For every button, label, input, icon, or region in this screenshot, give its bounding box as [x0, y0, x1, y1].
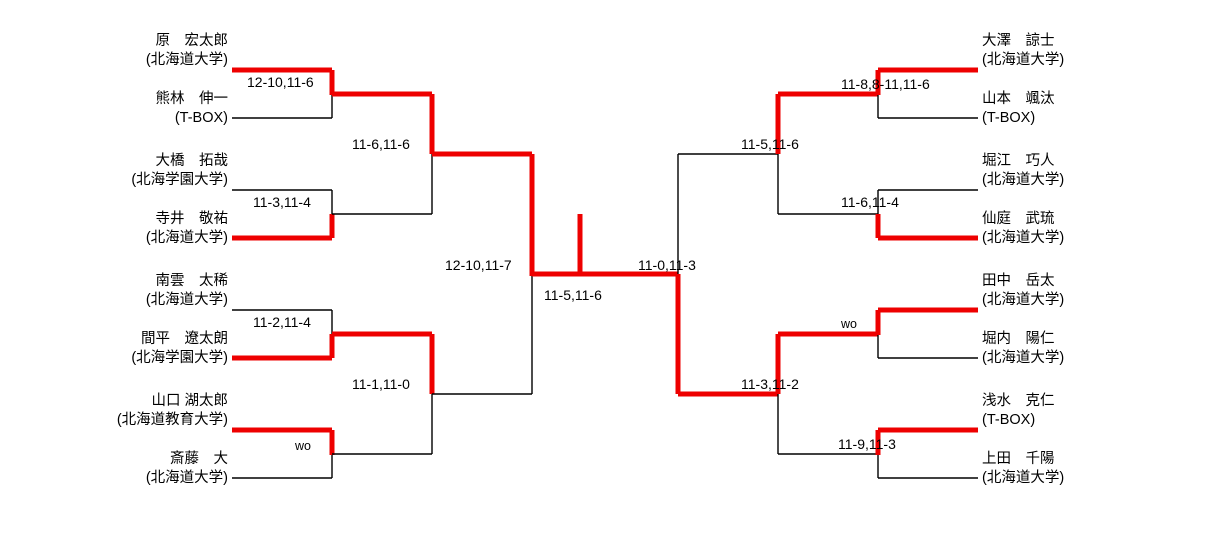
player-label[interactable]: 仙庭 武琉 (北海道大学) — [982, 210, 1064, 248]
player-affiliation: (北海道大学) — [145, 292, 228, 309]
player-name: 浅水 克仁 — [982, 393, 1055, 409]
player-affiliation: (北海道大学) — [145, 470, 228, 487]
player-label[interactable]: 寺井 敬祐 (北海道大学) — [146, 210, 228, 248]
player-affiliation: (北海道大学) — [982, 52, 1065, 69]
player-label[interactable]: 田中 岳太 (北海道大学) — [982, 272, 1064, 310]
player-affiliation: (T-BOX) — [174, 110, 228, 127]
match-score: 12-10,11-6 — [247, 74, 314, 90]
match-score: 11-9,11-3 — [838, 436, 896, 452]
player-name: 堀江 巧人 — [982, 153, 1055, 169]
match-score: wo — [295, 439, 311, 453]
player-label[interactable]: 浅水 克仁 (T-BOX) — [982, 392, 1055, 430]
match-score: 11-3,11-2 — [741, 376, 799, 392]
player-affiliation: (北海道大学) — [982, 230, 1065, 247]
player-label[interactable]: 上田 千陽 (北海道大学) — [982, 450, 1064, 488]
player-name: 間平 遼太朗 — [141, 331, 228, 347]
player-name: 上田 千陽 — [982, 451, 1055, 467]
match-score: 12-10,11-7 — [445, 257, 512, 273]
match-score: 11-8,8-11,11-6 — [841, 76, 930, 92]
player-name: 寺井 敬祐 — [155, 211, 229, 227]
player-name: 山口 湖太郎 — [151, 393, 228, 409]
player-affiliation: (北海道大学) — [982, 292, 1065, 309]
match-score: wo — [841, 317, 857, 331]
player-label[interactable]: 堀江 巧人 (北海道大学) — [982, 152, 1064, 190]
player-name: 熊林 伸一 — [155, 91, 229, 107]
match-score: 11-1,11-0 — [352, 376, 410, 392]
player-label[interactable]: 斎藤 大 (北海道大学) — [146, 450, 228, 488]
match-score: 11-5,11-6 — [741, 136, 799, 152]
match-score: 11-6,11-4 — [841, 194, 899, 210]
final-score: 11-5,11-6 — [544, 287, 602, 303]
player-affiliation: (北海道大学) — [982, 350, 1065, 367]
player-affiliation: (北海道教育大学) — [116, 412, 228, 429]
player-affiliation: (北海道大学) — [145, 52, 228, 69]
player-affiliation: (北海道大学) — [145, 230, 228, 247]
player-label[interactable]: 南雲 太稀 (北海道大学) — [146, 272, 228, 310]
player-affiliation: (T-BOX) — [982, 412, 1036, 429]
player-name: 山本 颯汰 — [982, 91, 1055, 107]
match-score: 11-0,11-3 — [638, 257, 696, 273]
match-score: 11-6,11-6 — [352, 136, 410, 152]
match-score: 11-3,11-4 — [253, 194, 311, 210]
player-name: 斎藤 大 — [170, 451, 228, 467]
player-label[interactable]: 堀内 陽仁 (北海道大学) — [982, 330, 1064, 368]
player-name: 南雲 太稀 — [155, 273, 229, 289]
player-affiliation: (北海道大学) — [982, 470, 1065, 487]
player-affiliation: (北海学園大学) — [131, 172, 228, 189]
player-label[interactable]: 原 宏太郎 (北海道大学) — [146, 32, 228, 70]
player-name: 田中 岳太 — [982, 273, 1055, 289]
player-label[interactable]: 熊林 伸一 (T-BOX) — [156, 90, 229, 128]
player-name: 原 宏太郎 — [155, 33, 229, 49]
player-label[interactable]: 山口 湖太郎 (北海道教育大学) — [117, 392, 228, 430]
player-name: 大澤 諒士 — [982, 33, 1055, 49]
player-label[interactable]: 山本 颯汰 (T-BOX) — [982, 90, 1055, 128]
player-name: 堀内 陽仁 — [982, 331, 1055, 347]
player-affiliation: (北海学園大学) — [131, 350, 228, 367]
player-label[interactable]: 間平 遼太朗 (北海学園大学) — [131, 330, 228, 368]
player-affiliation: (T-BOX) — [982, 110, 1036, 127]
player-name: 大橋 拓哉 — [155, 153, 229, 169]
player-affiliation: (北海道大学) — [982, 172, 1065, 189]
player-name: 仙庭 武琉 — [982, 211, 1055, 227]
match-score: 11-2,11-4 — [253, 314, 311, 330]
player-label[interactable]: 大澤 諒士 (北海道大学) — [982, 32, 1064, 70]
player-label[interactable]: 大橋 拓哉 (北海学園大学) — [131, 152, 228, 190]
